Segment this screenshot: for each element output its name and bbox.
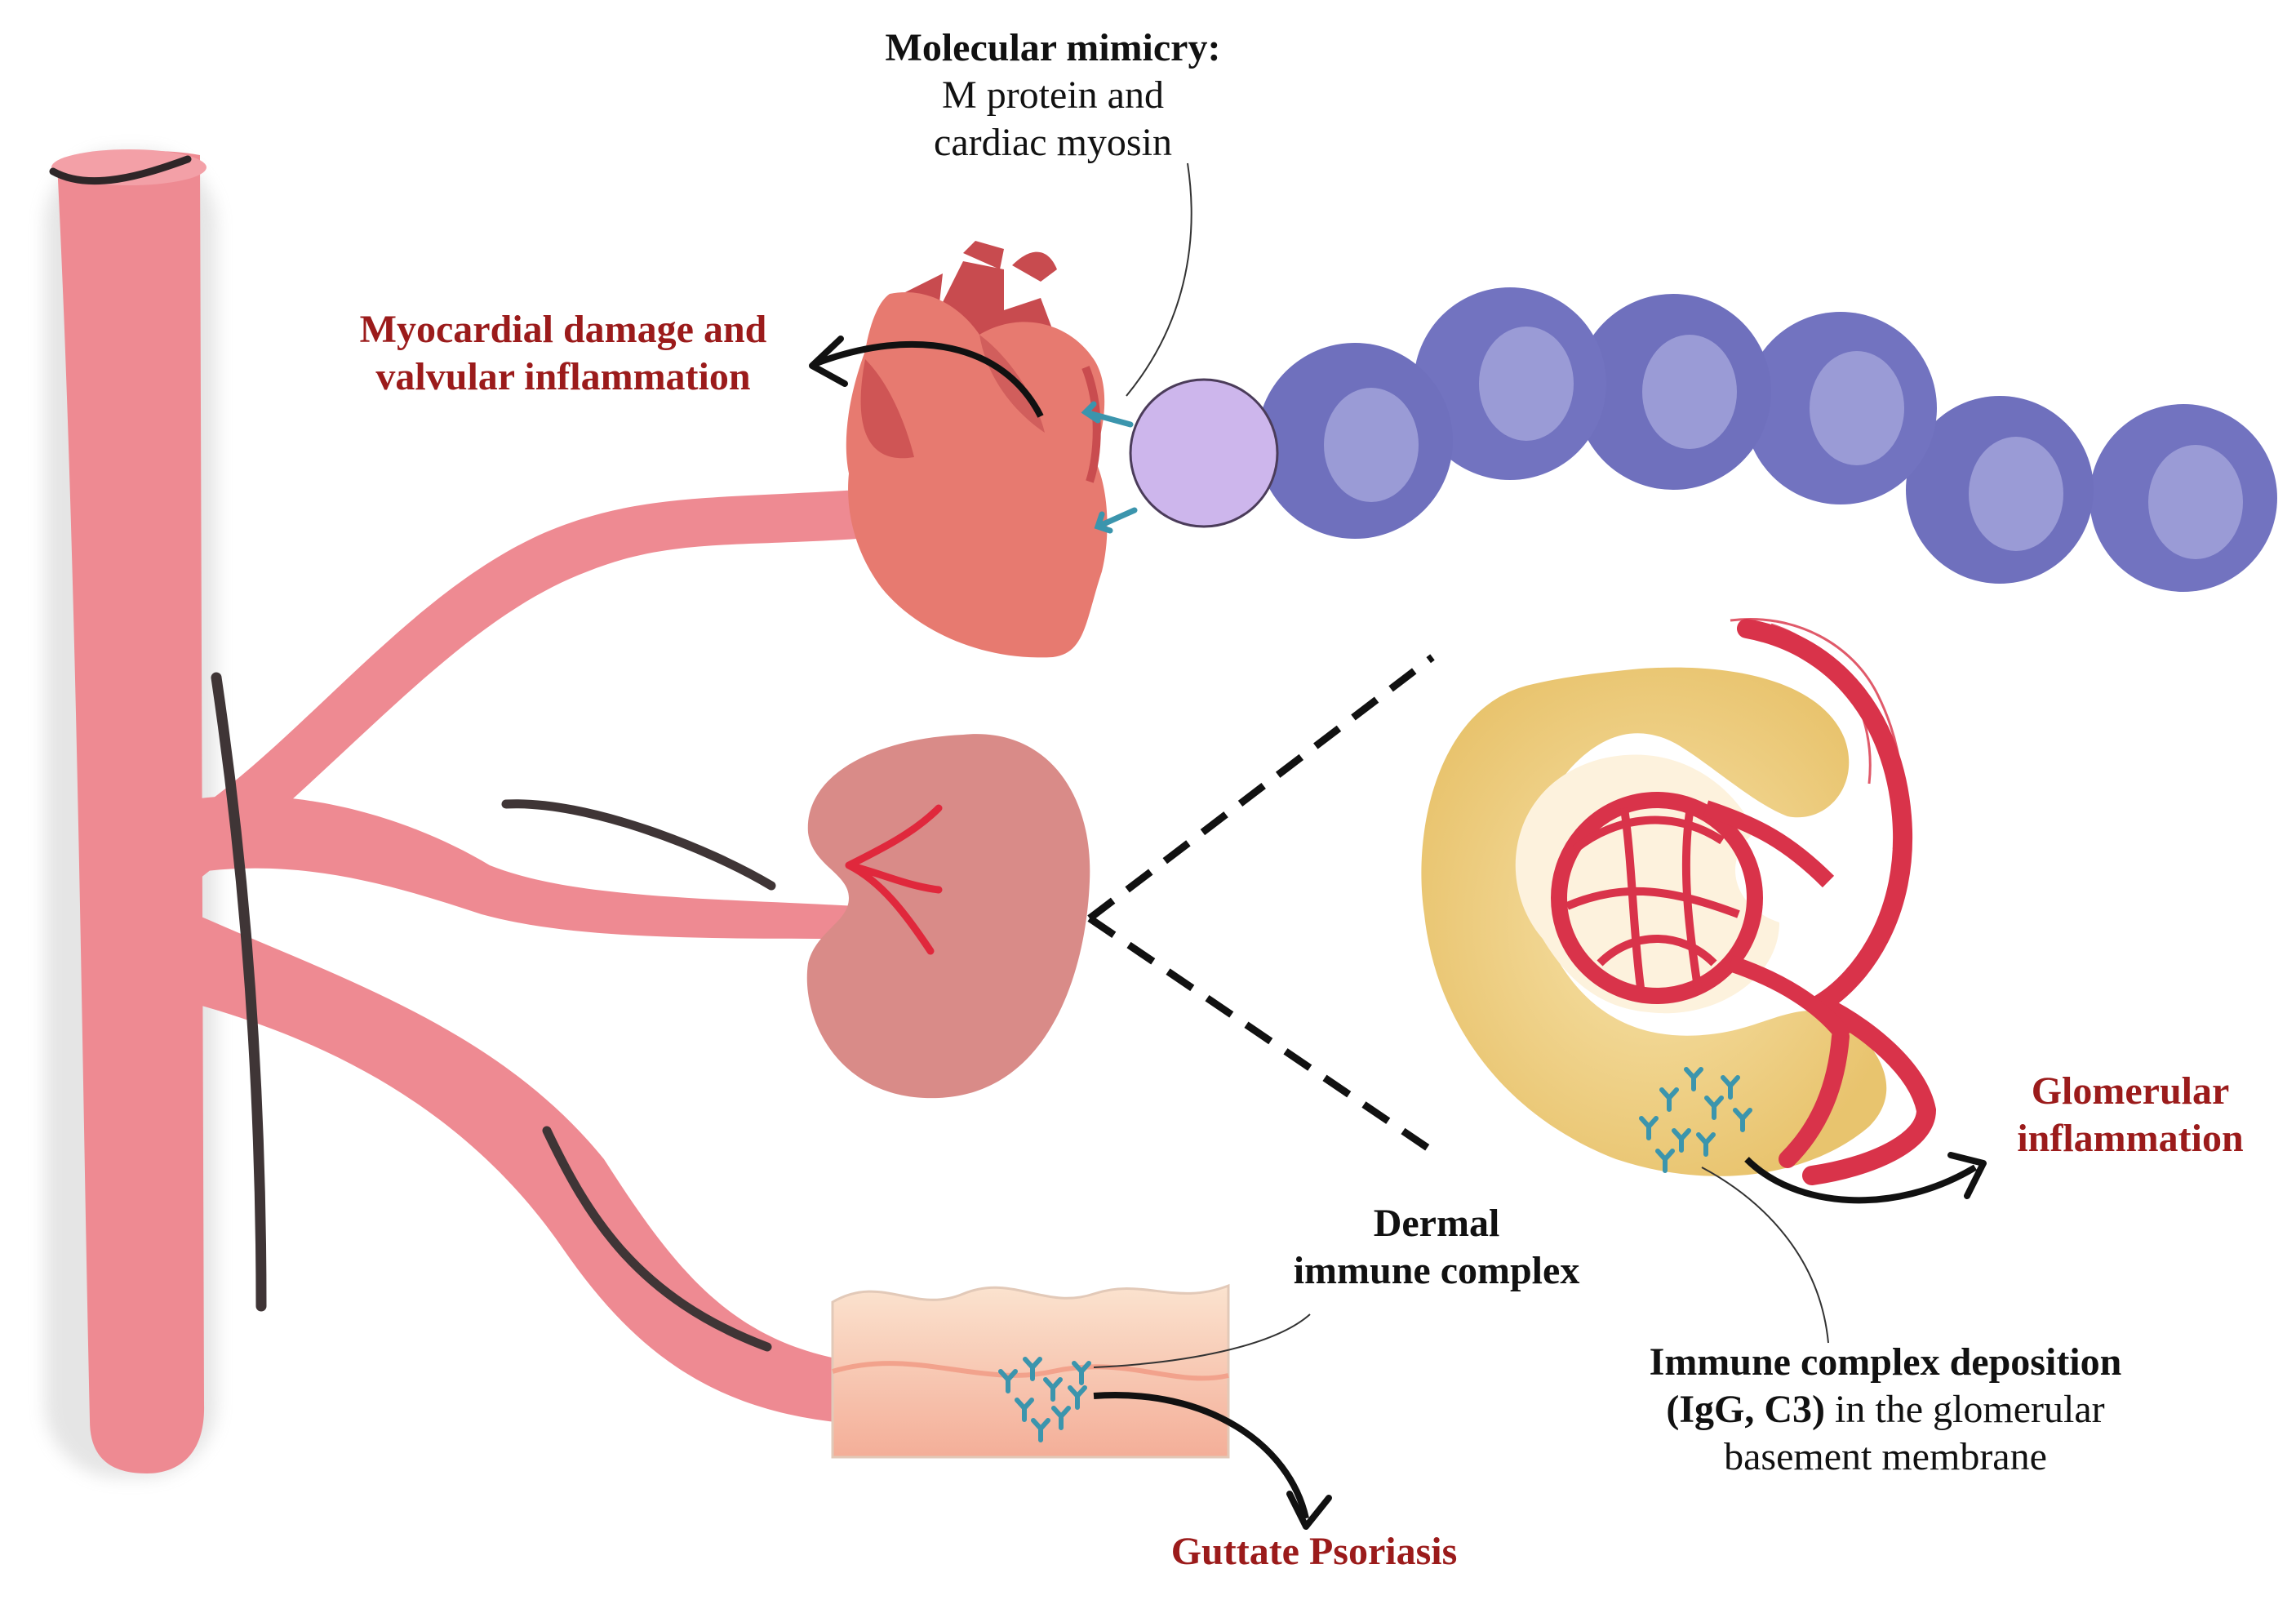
myocardial-label: Myocardial damage and valvular inflammat… bbox=[310, 306, 816, 401]
deposition-line-3: basement membrane bbox=[1724, 1435, 2047, 1478]
artery-tree bbox=[45, 149, 865, 1478]
myocardial-line-2: valvular inflammation bbox=[375, 355, 751, 398]
arrow-guttate bbox=[1093, 1392, 1309, 1519]
skin-section-icon bbox=[831, 1283, 1230, 1459]
deposition-line-2: (IgG, C3) in the glomerular bbox=[1600, 1386, 2171, 1433]
kidney-icon bbox=[806, 734, 1090, 1099]
immune-complex-deposition-label: Immune complex deposition (IgG, C3) in t… bbox=[1600, 1339, 2171, 1481]
heart-icon bbox=[846, 241, 1108, 658]
guttate-psoriasis-label: Guttate Psoriasis bbox=[1126, 1528, 1502, 1576]
dermal-immune-complex-label: Dermal immune complex bbox=[1257, 1200, 1616, 1295]
glomerulus-icon bbox=[1421, 618, 1937, 1185]
dermal-line-1: Dermal bbox=[1373, 1202, 1500, 1245]
arrow-myocardial bbox=[815, 340, 1044, 418]
glomerular-line-1: Glomerular bbox=[2031, 1069, 2230, 1113]
artery-branch-heart bbox=[188, 490, 857, 882]
artery-branch-skin bbox=[196, 914, 865, 1424]
artery-branch-kidney bbox=[188, 795, 857, 939]
mimicry-title: Molecular mimicry: bbox=[885, 26, 1221, 69]
dermal-line-2: immune complex bbox=[1293, 1249, 1580, 1292]
mimicry-line-1: M protein and bbox=[942, 73, 1164, 117]
molecular-mimicry-label: Molecular mimicry: M protein and cardiac… bbox=[841, 24, 1265, 167]
antibody-icon bbox=[1081, 401, 1138, 534]
mimicry-line-2: cardiac myosin bbox=[934, 121, 1172, 164]
deposition-line-2-bold: (IgG, C3) bbox=[1666, 1388, 1826, 1431]
streptococcus-chain-icon bbox=[1129, 287, 2277, 592]
glomerular-inflammation-label: Glomerular inflammation bbox=[1992, 1068, 2269, 1162]
guttate-text: Guttate Psoriasis bbox=[1170, 1530, 1458, 1573]
glomerular-line-2: inflammation bbox=[2017, 1117, 2244, 1160]
arrow-glomerular bbox=[1744, 1157, 1978, 1204]
aorta bbox=[57, 150, 205, 1474]
myocardial-line-1: Myocardial damage and bbox=[359, 308, 767, 351]
deposition-line-2-rest: in the glomerular bbox=[1825, 1388, 2105, 1431]
deposition-line-1: Immune complex deposition bbox=[1649, 1340, 2122, 1384]
